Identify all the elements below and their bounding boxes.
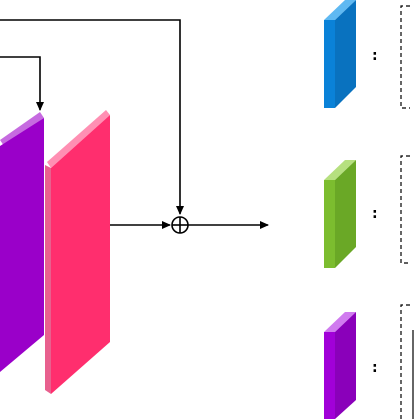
sum-operator-icon — [171, 216, 189, 234]
purple-input-arrow — [0, 56, 44, 111]
legend-separator: : — [372, 360, 378, 376]
legend: : : : — [324, 0, 414, 419]
legend-bracket — [400, 155, 410, 264]
purple-feature-block — [0, 112, 44, 372]
legend-item-green: : — [324, 155, 410, 268]
legend-bracket — [400, 5, 410, 109]
legend-bracket — [400, 304, 410, 419]
pink-feature-block — [45, 110, 110, 394]
legend-separator: : — [372, 206, 378, 222]
legend-item-purple: : — [324, 304, 414, 419]
connection-arrows — [0, 19, 269, 229]
legend-separator: : — [372, 48, 378, 64]
skip-connection-arrow — [0, 19, 184, 215]
legend-item-blue: : — [324, 0, 410, 109]
